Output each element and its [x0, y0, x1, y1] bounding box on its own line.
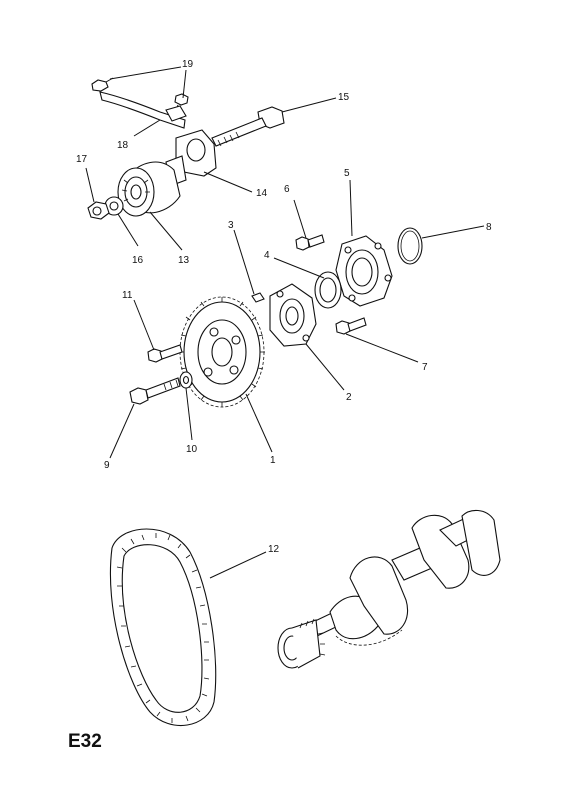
callout-3: 3: [228, 220, 234, 231]
callout-19: 19: [182, 59, 194, 70]
callout-13: 13: [178, 255, 190, 266]
callout-10: 10: [186, 444, 198, 455]
callout-1: 1: [270, 455, 276, 466]
callout-12: 12: [268, 544, 280, 555]
callout-17: 17: [76, 154, 88, 165]
callout-18: 18: [117, 140, 129, 151]
part-13-pulley: [117, 161, 181, 217]
crankshaft-sprocket: [277, 618, 326, 669]
callout-6: 6: [284, 184, 290, 195]
part-3-key: [251, 292, 265, 303]
part-15-bolt: [211, 106, 285, 147]
part-2-flange: [269, 283, 317, 347]
callout-labels: 1 2 3 4 5 6 7 8 9 10 11 12 13 14 15 16 1…: [76, 59, 492, 555]
callout-9: 9: [104, 460, 110, 471]
callout-2: 2: [346, 392, 352, 403]
callout-5: 5: [344, 168, 350, 179]
part-5-housing: [335, 235, 393, 307]
part-12-timing-belt: [109, 528, 217, 727]
leader-lines: [85, 66, 485, 579]
part-4-seal: [314, 271, 342, 309]
callout-7: 7: [422, 362, 428, 373]
part-16-washer: [104, 196, 124, 216]
part-19-bolts: [91, 77, 189, 115]
page-code: E32: [68, 731, 102, 752]
part-18-bracket: [99, 91, 187, 129]
callout-16: 16: [132, 255, 144, 266]
part-8-o-ring: [397, 227, 423, 265]
callout-4: 4: [264, 250, 270, 261]
part-6-bolt: [295, 234, 325, 251]
callout-11: 11: [122, 290, 133, 301]
callout-15: 15: [338, 92, 350, 103]
part-17-nut: [87, 201, 110, 220]
crankshaft: [291, 509, 501, 647]
callout-14: 14: [256, 188, 268, 199]
part-9-bolt: [129, 377, 181, 405]
part-14-tensioner-arm: [165, 129, 217, 187]
part-10-washer: [179, 371, 193, 389]
part-1-sprocket: [179, 296, 265, 408]
callout-8: 8: [486, 222, 492, 233]
part-7-bolt: [335, 317, 367, 335]
